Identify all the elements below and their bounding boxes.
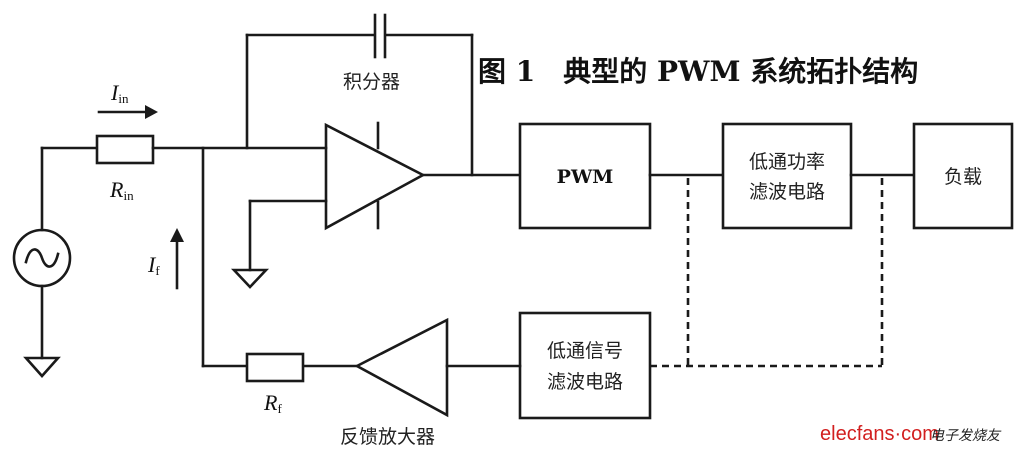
i-in-label: Iin — [110, 80, 129, 106]
current-feedback-arrow-icon — [170, 228, 184, 290]
watermark-brand: elecfans·com — [820, 423, 939, 445]
resistor-rin — [95, 134, 155, 165]
opamp-integrator-icon — [324, 122, 426, 231]
feedback-amp-label: 反馈放大器 — [340, 426, 435, 448]
power-filter-block — [721, 122, 853, 230]
load-label: 负载 — [944, 166, 982, 188]
feedback-amplifier-icon — [354, 317, 449, 418]
watermark-cn: 电子发烧友 — [930, 428, 1002, 444]
power-filter-line2: 滤波电路 — [749, 181, 825, 203]
watermark: elecfans·com 电子发烧友 — [820, 423, 1002, 445]
resistor-rf — [245, 352, 305, 383]
ac-source-icon — [12, 228, 72, 288]
current-in-arrow-icon — [97, 105, 158, 119]
integrator-label: 积分器 — [343, 71, 400, 93]
power-filter-line1: 低通功率 — [749, 151, 825, 173]
signal-filter-block — [518, 311, 652, 420]
ground-icon — [23, 356, 61, 378]
ground-icon — [230, 268, 270, 289]
pwm-label: PWM — [557, 166, 614, 188]
pwm-block — [518, 122, 652, 230]
r-in-label: Rin — [109, 177, 134, 203]
signal-filter-line1: 低通信号 — [547, 340, 623, 362]
load-block — [912, 122, 1014, 230]
r-f-label: Rf — [263, 390, 282, 416]
i-f-label: If — [147, 252, 160, 278]
capacitor-icon — [373, 13, 387, 59]
signal-filter-line2: 滤波电路 — [547, 371, 623, 393]
figure-title: 图 1 典型的 PWM 系统拓扑结构 — [478, 55, 918, 88]
